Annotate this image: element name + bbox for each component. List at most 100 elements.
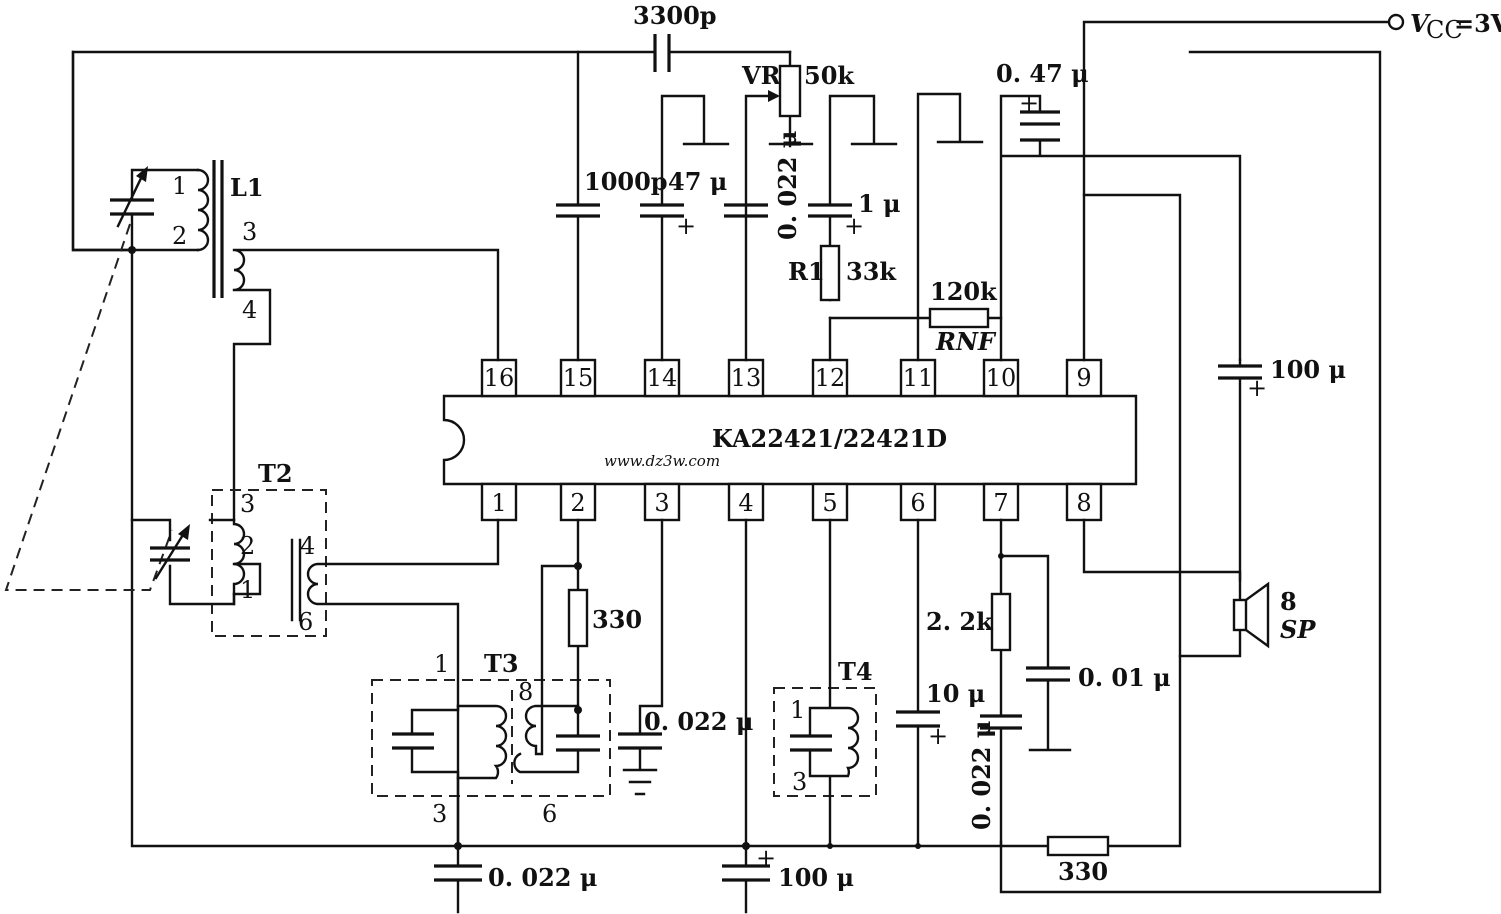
t2-pin4: 4: [300, 532, 315, 560]
ic-bottom-pins: 1 2 3 4 5 6 7 8: [480, 482, 1103, 522]
pin-4-label: 4: [738, 489, 753, 517]
pin-14-label: 14: [647, 364, 678, 392]
cap-47u-label: 47 μ: [668, 167, 727, 196]
pin-11-label: 11: [903, 364, 934, 392]
junctions: [827, 553, 1004, 849]
pin-13: [727, 358, 765, 398]
t3-pin3: 3: [432, 800, 447, 828]
cap-10u-label: 10 μ: [926, 679, 985, 708]
ic-name: KA22421/22421D: [712, 424, 947, 453]
l1-pin1: 1: [172, 172, 187, 200]
pin-10: [982, 358, 1020, 398]
t4-pin3: 3: [792, 768, 807, 796]
speaker-label: SP: [1280, 615, 1316, 644]
cap-100u-bot-label: 100 μ: [778, 863, 854, 892]
cap-0022-bottom: 0. 022 μ: [434, 842, 597, 914]
l1-tuning-cap: [71, 50, 200, 252]
l1-pin2: 2: [172, 222, 187, 250]
t4-transformer: T4 1 3: [773, 518, 877, 848]
pin-11: [899, 358, 937, 398]
vcc-terminal: [1387, 13, 1405, 31]
l1-coil: L1 1 2 3 4: [172, 160, 500, 522]
t2-pin3: 3: [240, 490, 255, 518]
vr-value: 50k: [804, 61, 855, 90]
t3-transformer: 330 T3 1 8 3 6: [371, 518, 642, 848]
pin-12-label: 12: [815, 364, 846, 392]
cap-100u-sp-plus: +: [1247, 374, 1267, 402]
pin-9: [1065, 358, 1103, 398]
l1-pin4: 4: [242, 296, 257, 324]
watermark: www.dz3w.com: [604, 452, 720, 470]
ic-top-pins: 16 15 14 13 12 11 10 9: [480, 358, 1103, 398]
t2-pin2: 2: [240, 532, 255, 560]
cap-47u-plus: +: [676, 212, 696, 240]
cap-100u-speaker: 100 μ +: [1218, 355, 1346, 402]
pin-8-label: 8: [1076, 489, 1091, 517]
cap-0022-pin3: 0. 022 μ: [618, 518, 753, 796]
rnf-label: RNF: [935, 327, 997, 356]
cap-0022-pin7-label: 0. 022 μ: [967, 721, 996, 830]
vr-label: VR: [741, 61, 782, 90]
cap-1000p: 1000p: [556, 50, 668, 362]
cap-047u-plus: +: [1019, 89, 1039, 117]
cap-10u-plus: +: [928, 722, 948, 750]
t4-pin1: 1: [790, 696, 805, 724]
cap-1u-label: 1 μ: [858, 189, 901, 218]
pin11-ground: [916, 92, 984, 362]
cap-001-label: 0. 01 μ: [1078, 663, 1171, 692]
rnf-value: 120k: [930, 277, 998, 306]
t2-label: T2: [258, 459, 293, 488]
t2-pin1: 1: [240, 576, 255, 604]
pin-2-label: 2: [570, 489, 585, 517]
cap-1u-plus: +: [844, 212, 864, 240]
cap-47u: 47 μ +: [640, 94, 730, 362]
ic-body: KA22421/22421D www.dz3w.com: [442, 394, 1138, 486]
cap-0022-bot-label: 0. 022 μ: [488, 863, 597, 892]
l1-label: L1: [230, 173, 264, 202]
r22k-label: 2. 2k: [926, 607, 994, 636]
t2-transformer: T2 3 2 1 4 6: [130, 459, 500, 848]
pin-6-label: 6: [910, 489, 925, 517]
t3-pin6: 6: [542, 800, 557, 828]
l1-pin3: 3: [242, 218, 257, 246]
right-rail: [999, 50, 1382, 894]
t2-pin6: 6: [298, 608, 313, 636]
vcc-supply: V CC =3V: [1082, 9, 1501, 362]
pin-16: [480, 358, 518, 398]
t3-pin8: 8: [518, 678, 533, 706]
cap-100u-sp-label: 100 μ: [1270, 355, 1346, 384]
t3-label: T3: [484, 649, 519, 678]
r330-t3-label: 330: [592, 605, 642, 634]
t4-label: T4: [838, 657, 873, 686]
cap-1000p-label: 1000p: [584, 167, 668, 196]
pin-7-label: 7: [993, 489, 1008, 517]
cap-0022-pin13: 0. 022 μ: [724, 131, 802, 240]
vcc-value: =3V: [1454, 9, 1501, 38]
cap-0022-pin13-label: 0. 022 μ: [773, 131, 802, 240]
pin-2: [559, 482, 597, 522]
vr-potentiometer: VR 50k: [741, 50, 855, 362]
vcc-subscript: CC: [1426, 16, 1463, 44]
cap-047u: 0. 47 μ +: [996, 59, 1242, 362]
pin-3-label: 3: [654, 489, 669, 517]
pin-9-label: 9: [1076, 364, 1091, 392]
speaker: 8 SP: [1232, 581, 1316, 649]
pin12-network: 1 μ + R1 33k: [788, 94, 901, 362]
cap-3300p-label: 3300p: [633, 1, 717, 30]
r1-label: R1: [788, 257, 825, 286]
speaker-ohm: 8: [1280, 587, 1297, 616]
cap-0022-pin3-label: 0. 022 μ: [644, 707, 753, 736]
vcc-label: V: [1410, 9, 1431, 38]
pin-5-label: 5: [822, 489, 837, 517]
cap-100u-bot-plus: +: [756, 844, 776, 872]
rnf-resistor: 120k RNF: [828, 277, 1003, 356]
cap-10u: 10 μ +: [896, 518, 985, 848]
t3-pin1: 1: [434, 650, 449, 678]
r1-value: 33k: [846, 257, 897, 286]
r330-bot-label: 330: [1058, 857, 1108, 886]
pin4-line: 100 μ +: [722, 518, 854, 914]
r330-bottom: 330: [999, 654, 1182, 886]
pin-15-label: 15: [563, 364, 594, 392]
cap-047u-label: 0. 47 μ: [996, 59, 1089, 88]
